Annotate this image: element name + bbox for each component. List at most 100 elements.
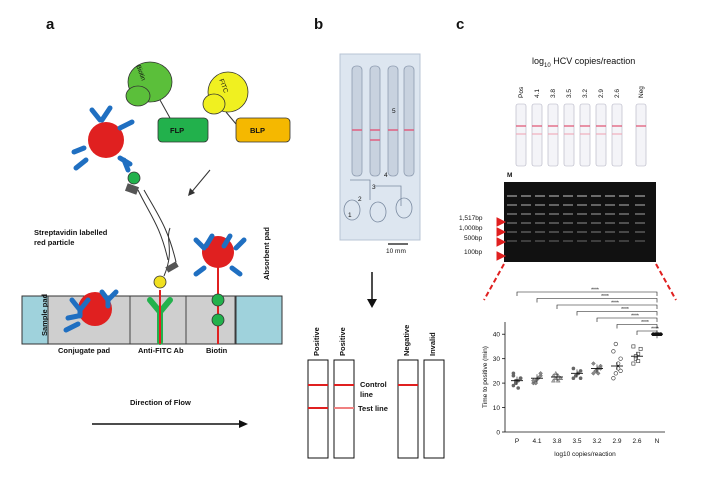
data-point [618, 356, 623, 361]
result-strip-2 [547, 103, 559, 167]
panel-a-diagram [21, 61, 291, 428]
data-point [638, 346, 643, 351]
panel-letter-c: c [456, 16, 465, 33]
data-point [531, 378, 536, 383]
anti-fitc-label: Anti-FITC Ab [138, 346, 184, 355]
x-tick-label: 3.2 [592, 438, 601, 445]
data-point [538, 371, 543, 376]
data-point [636, 359, 641, 364]
strip-number-5: 5 [392, 108, 396, 115]
significance-bracket [556, 304, 658, 309]
significance-label: **** [631, 314, 639, 320]
data-point [558, 375, 563, 380]
y-tick-label: 20 [493, 381, 501, 388]
data-point [518, 376, 523, 381]
test-line-label: Test line [358, 404, 388, 413]
result-strip-5 [595, 103, 607, 167]
ladder-arrow-1000 [496, 227, 507, 237]
lane-label-3: 3.5 [566, 88, 573, 98]
strip-label-negative: Negative [402, 324, 411, 356]
significance-bracket [516, 291, 658, 296]
data-point [631, 361, 636, 366]
absorbent-pad-shape [235, 295, 283, 345]
significance-label: **** [611, 301, 619, 307]
absorbent-pad-label: Absorbent pad [262, 227, 271, 280]
lane-label-4: 3.2 [582, 88, 589, 98]
ladder-arrow-100 [496, 251, 507, 261]
strip-number-2: 2 [358, 196, 362, 203]
significance-label: **** [651, 327, 659, 333]
data-point [631, 344, 636, 349]
significance-bracket [596, 317, 658, 322]
data-point [591, 361, 596, 366]
blp-label: BLP [250, 126, 265, 135]
y-axis-label: Time to positive (min) [482, 346, 489, 408]
significance-bracket [536, 298, 658, 303]
data-point [571, 376, 576, 381]
fitc-cloud-icon [202, 71, 249, 115]
data-point [636, 351, 641, 356]
x-tick-label: 3.8 [552, 438, 561, 445]
strip-number-3: 3 [372, 184, 376, 191]
significance-bracket [576, 311, 658, 316]
result-strip-4 [579, 103, 591, 167]
streptavidin-particle [88, 122, 124, 158]
conjugate-pad-label: Conjugate pad [58, 346, 111, 355]
strip-negative [397, 359, 419, 459]
strip-label-positive-2: Positive [338, 327, 347, 356]
significance-label: **** [641, 320, 649, 326]
ladder-100: 100bp [464, 249, 483, 256]
flp-box [157, 117, 209, 143]
x-tick-label: 3.5 [572, 438, 581, 445]
strip-number-4: 4 [384, 172, 388, 179]
result-strip-7 [635, 103, 647, 167]
significance-label: **** [601, 294, 609, 300]
data-point [533, 380, 539, 386]
data-point [611, 349, 616, 354]
panel-letter-b: b [314, 16, 324, 33]
result-strip-0 [515, 103, 527, 167]
data-point [551, 378, 556, 383]
x-tick-label: 2.6 [632, 438, 641, 445]
significance-bracket [616, 324, 658, 329]
blp-box [235, 117, 291, 143]
lane-label-1: 4.1 [534, 88, 541, 98]
data-point [613, 371, 618, 376]
direction-of-flow-label: Direction of Flow [130, 398, 191, 407]
data-point [591, 371, 596, 376]
data-point [511, 383, 516, 388]
strip-invalid [423, 359, 445, 459]
gel-marker-label: M [507, 172, 513, 179]
data-point [611, 376, 616, 381]
lane-label-2: 3.8 [550, 88, 557, 98]
x-tick-label: 4.1 [532, 438, 541, 445]
ladder-1517: 1,517bp [459, 215, 483, 222]
data-point [616, 361, 621, 366]
x-axis-label: log10 copies/reaction [554, 451, 616, 458]
ladder-arrow-500 [496, 237, 507, 247]
data-point [595, 371, 601, 376]
ladder-arrow-1517 [496, 217, 507, 227]
lane-label-0: Pos [518, 86, 525, 98]
streptavidin-label-1: Streptavidin labelled [34, 228, 108, 237]
y-tick-label: 40 [493, 332, 501, 339]
antibody-icon [63, 289, 119, 333]
data-point [578, 369, 583, 373]
lane-label-5: 2.9 [598, 88, 605, 98]
data-point [511, 371, 516, 376]
ladder-500: 500bp [464, 235, 483, 242]
y-tick-label: 0 [496, 430, 500, 437]
significance-label: **** [591, 288, 599, 294]
flp-label: FLP [170, 126, 185, 135]
y-tick-label: 10 [493, 405, 501, 412]
ladder-1000: 1,000bp [459, 225, 483, 232]
significance-bracket [636, 330, 658, 335]
result-strip-1 [531, 103, 543, 167]
panel-c-gel [483, 103, 677, 301]
lane-label-7: Neg [638, 86, 645, 98]
y-tick-label: 30 [493, 356, 501, 363]
gel-image [504, 182, 656, 262]
data-point [618, 368, 623, 373]
control-line-label: Control line [360, 380, 387, 399]
